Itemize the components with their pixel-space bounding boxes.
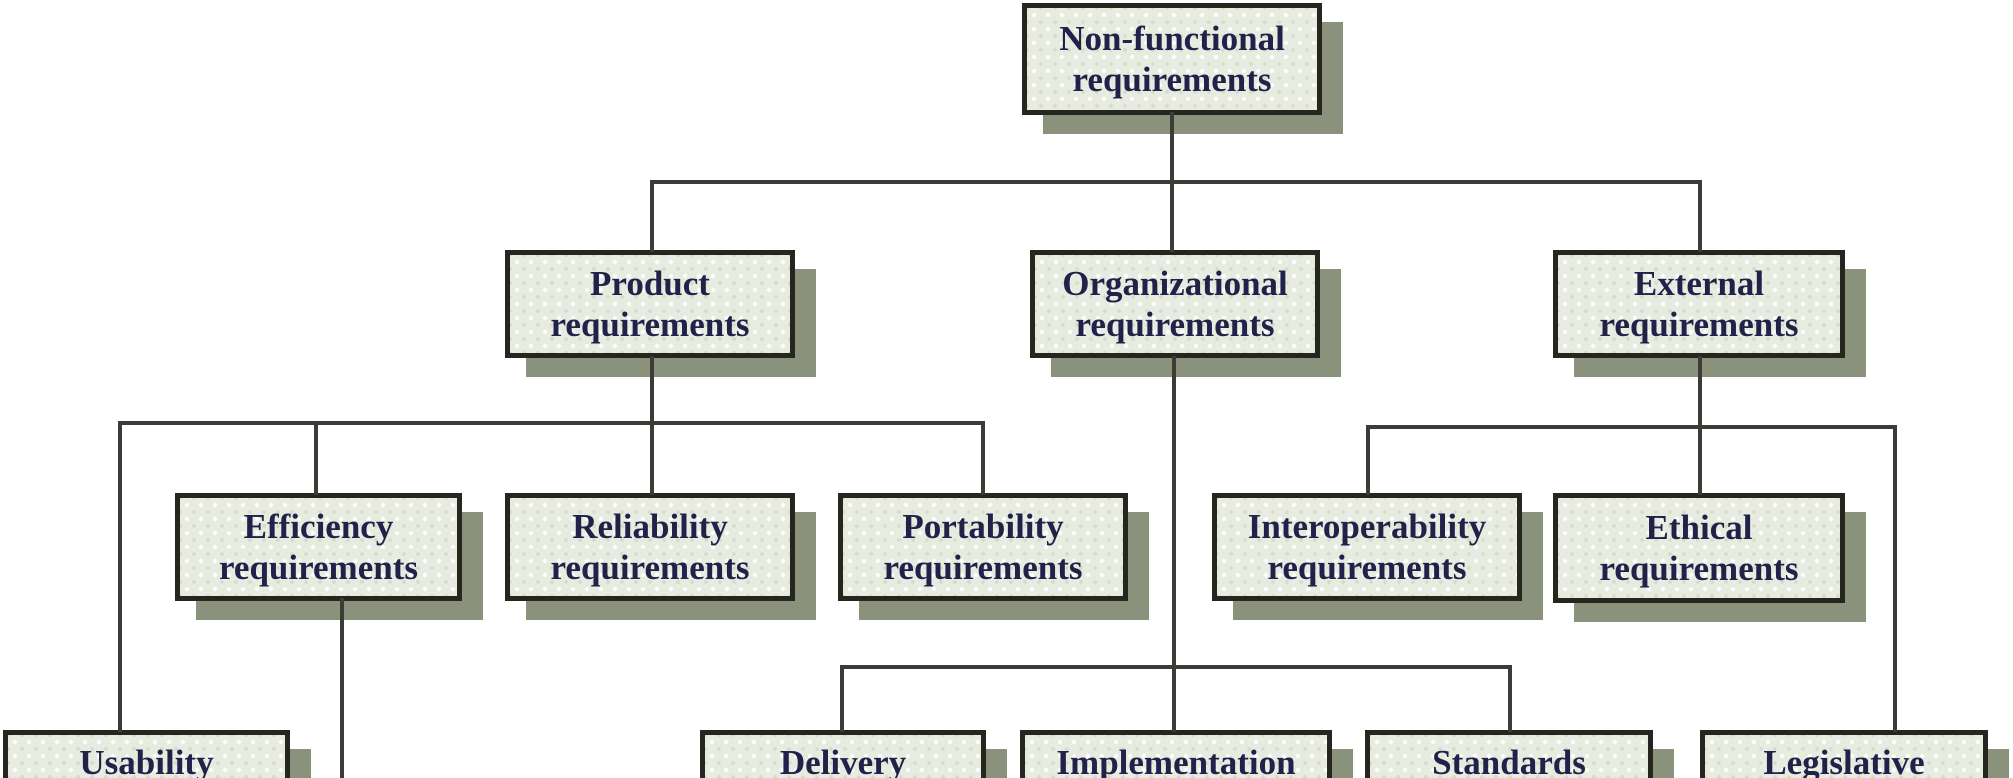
node-non-functional-requirements: Non-functional requirements (1022, 3, 1322, 115)
node-reliability-requirements: Reliability requirements (505, 493, 795, 601)
node-implementation-requirements: Implementation (1020, 730, 1332, 778)
node-interoperability-requirements: Interoperability requirements (1212, 493, 1522, 601)
node-standards-requirements: Standards (1365, 730, 1653, 778)
node-external-requirements: External requirements (1553, 250, 1845, 358)
node-portability-requirements: Portability requirements (838, 493, 1128, 601)
node-delivery-requirements: Delivery (700, 730, 986, 778)
node-ethical-requirements: Ethical requirements (1553, 493, 1845, 603)
node-usability-requirements: Usability (3, 730, 290, 778)
node-efficiency-requirements: Efficiency requirements (175, 493, 462, 601)
node-legislative-requirements: Legislative (1700, 730, 1988, 778)
node-organizational-requirements: Organizational requirements (1030, 250, 1320, 358)
node-product-requirements: Product requirements (505, 250, 795, 358)
